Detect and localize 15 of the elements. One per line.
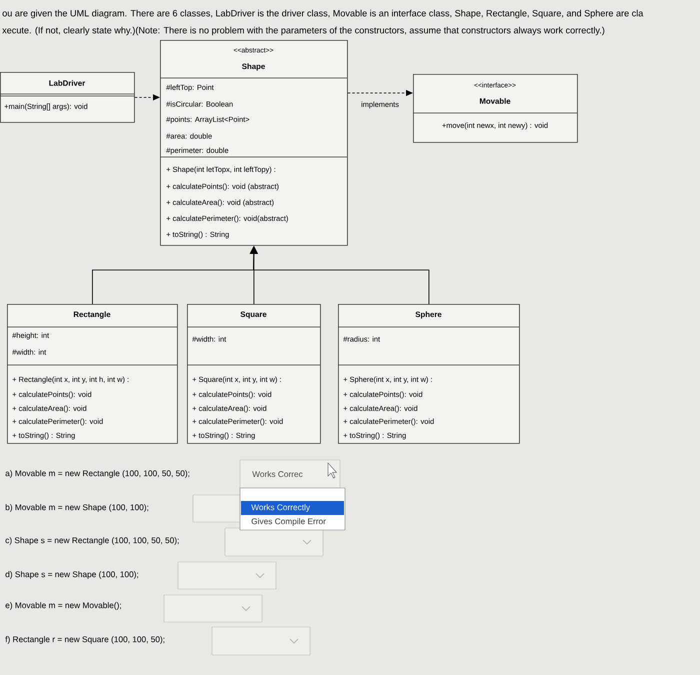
class-box xyxy=(338,304,520,444)
question-text: d) Shape s = new Shape (100, 100); xyxy=(6,571,138,579)
question-text: f) Rectangle r = new Square (100, 100, 50); xyxy=(5,636,164,644)
question-text: e) Movable m = new Movable(); xyxy=(6,602,121,610)
class-box xyxy=(6,304,178,444)
question-text: ou are given the UML diagram. There are 6 classes, LabDriver is the driver class, Movable is an interface class, Shape, Rectangle, Square, and Sphere are cla xyxy=(2,10,644,18)
question-text: a) Movable m = new Rectangle (100, 100, 50, 50); xyxy=(6,470,190,478)
class-box xyxy=(412,74,578,143)
class-box xyxy=(160,40,348,246)
class-box xyxy=(186,304,321,444)
class-box xyxy=(0,72,135,123)
question-text: c) Shape s = new Rectangle (100, 100, 50, 50); xyxy=(6,537,179,545)
dropdown-list: Works Correctly Gives Compile Error xyxy=(240,488,346,530)
question-text: b) Movable m = new Shape (100, 100); xyxy=(6,504,148,512)
dropdown-field: Works Correc xyxy=(240,460,340,488)
